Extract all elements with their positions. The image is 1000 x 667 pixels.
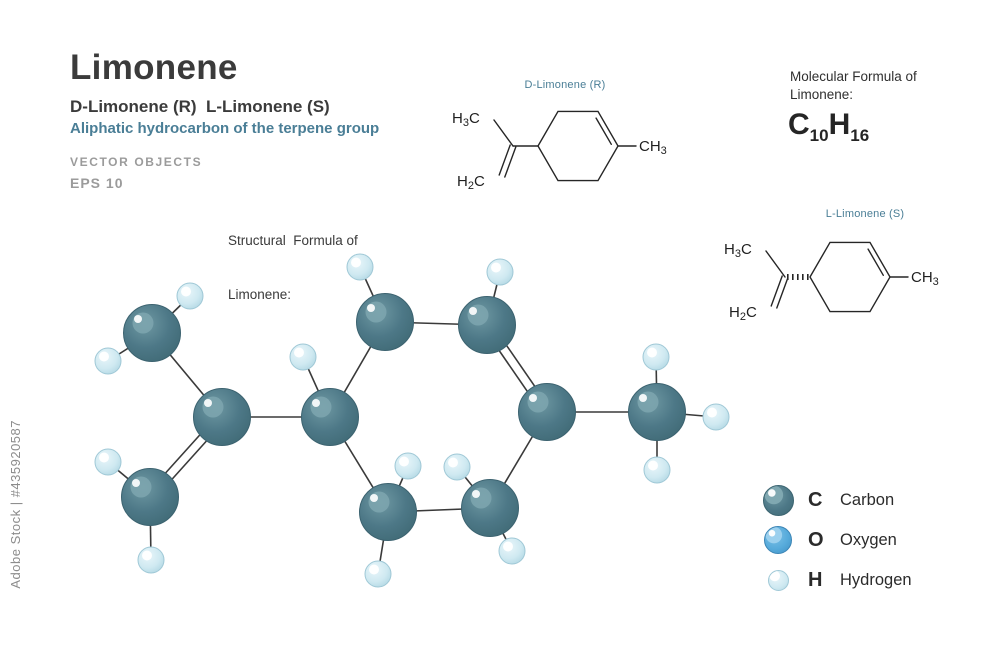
legend: C Carbon O Oxygen H Hydrogen bbox=[760, 484, 912, 604]
legend-name-oxygen: Oxygen bbox=[840, 530, 897, 549]
legend-symbol-oxygen: O bbox=[808, 528, 824, 551]
vinyl-double-bond-1 bbox=[776, 277, 789, 309]
molecular-formula: C10H16 bbox=[788, 108, 869, 146]
carbon-atom bbox=[628, 383, 686, 441]
carbon-atom bbox=[121, 468, 179, 526]
carbon-atom bbox=[193, 388, 251, 446]
vector-objects-label: VECTOR OBJECTS bbox=[70, 155, 203, 169]
page-title: Limonene bbox=[70, 48, 238, 87]
ch3-label: CH3 bbox=[639, 138, 667, 157]
legend-name-carbon: Carbon bbox=[840, 490, 895, 509]
caption-line1: Structural Formula of bbox=[228, 233, 358, 248]
legend-item-hydrogen: H Hydrogen bbox=[760, 564, 912, 596]
mf-caption-line2: Limonene: bbox=[790, 87, 854, 102]
structural-formula-caption: Structural Formula of Limonene: bbox=[228, 196, 358, 340]
vinyl-double-bond-2 bbox=[770, 275, 783, 307]
vinyl-double-bond-2 bbox=[498, 144, 511, 176]
l-isomer-label: L-Limonene (S) bbox=[826, 208, 905, 220]
hydrogen-atom bbox=[94, 448, 122, 476]
formula-h-subscript: 16 bbox=[850, 126, 870, 145]
hydrogen-atom bbox=[346, 253, 374, 281]
hydrogen-atom bbox=[486, 258, 514, 286]
carbon-atom bbox=[356, 293, 414, 351]
hydrogen-atom bbox=[642, 343, 670, 371]
hydrogen-atom bbox=[498, 537, 526, 565]
formula-c: C bbox=[788, 108, 810, 141]
h3c-bond bbox=[765, 250, 786, 278]
hydrogen-atom bbox=[443, 453, 471, 481]
mf-caption-line1: Molecular Formula of bbox=[790, 69, 917, 84]
hydrogen-atom bbox=[643, 456, 671, 484]
h3c-label: H3C bbox=[724, 241, 752, 260]
formula-c-subscript: 10 bbox=[809, 126, 829, 145]
h2c-label: H2C bbox=[457, 173, 485, 192]
legend-item-oxygen: O Oxygen bbox=[760, 524, 912, 556]
d-isomer-label: D-Limonene (R) bbox=[524, 79, 605, 91]
header: Limonene D-Limonene (R) L-Limonene (S) A… bbox=[70, 48, 379, 191]
hydrogen-atom bbox=[289, 343, 317, 371]
hydrogen-atom bbox=[364, 560, 392, 588]
carbon-atom bbox=[518, 383, 576, 441]
hydrogen-atom bbox=[176, 282, 204, 310]
hydrogen-atom bbox=[394, 452, 422, 480]
hydrogen-sphere-icon bbox=[767, 569, 789, 591]
carbon-atom bbox=[301, 388, 359, 446]
legend-symbol-hydrogen: H bbox=[808, 568, 823, 591]
legend-item-carbon: C Carbon bbox=[760, 484, 912, 516]
h3c-bond bbox=[493, 119, 514, 147]
carbon-atom bbox=[458, 296, 516, 354]
ring-double-bond bbox=[867, 248, 885, 277]
legend-sphere-box bbox=[760, 526, 796, 554]
vinyl-double-bond-1 bbox=[504, 146, 517, 178]
carbon-atom bbox=[123, 304, 181, 362]
tagline: Aliphatic hydrocarbon of the terpene gro… bbox=[70, 120, 380, 137]
oxygen-sphere-icon bbox=[764, 526, 792, 554]
formula-h: H bbox=[828, 108, 851, 141]
h3c-label: H3C bbox=[452, 110, 480, 129]
l-isomer-structure: L-Limonene (S) H3C H2C CH3 bbox=[724, 208, 939, 323]
isomer-subtitle: D-Limonene (R) L-Limonene (S) bbox=[70, 97, 330, 116]
legend-symbol-carbon: C bbox=[808, 488, 823, 511]
h2c-label: H2C bbox=[729, 304, 757, 323]
molecular-formula-caption: Molecular Formula of Limonene: bbox=[790, 68, 917, 104]
eps-label: EPS 10 bbox=[70, 175, 124, 191]
ch3-label: CH3 bbox=[911, 269, 939, 288]
carbon-atom bbox=[359, 483, 417, 541]
d-isomer-structure: D-Limonene (R) H3C H2C CH3 bbox=[452, 79, 667, 192]
carbon-sphere-icon bbox=[762, 484, 794, 516]
carbon-atom bbox=[461, 479, 519, 537]
caption-line2: Limonene: bbox=[228, 287, 292, 302]
legend-sphere-box bbox=[760, 484, 796, 516]
hydrogen-atom bbox=[137, 546, 165, 574]
legend-sphere-box bbox=[760, 569, 796, 591]
hydrogen-atom bbox=[94, 347, 122, 375]
ring-double-bond bbox=[595, 117, 613, 146]
legend-name-hydrogen: Hydrogen bbox=[840, 570, 912, 589]
hydrogen-atom bbox=[702, 403, 730, 431]
